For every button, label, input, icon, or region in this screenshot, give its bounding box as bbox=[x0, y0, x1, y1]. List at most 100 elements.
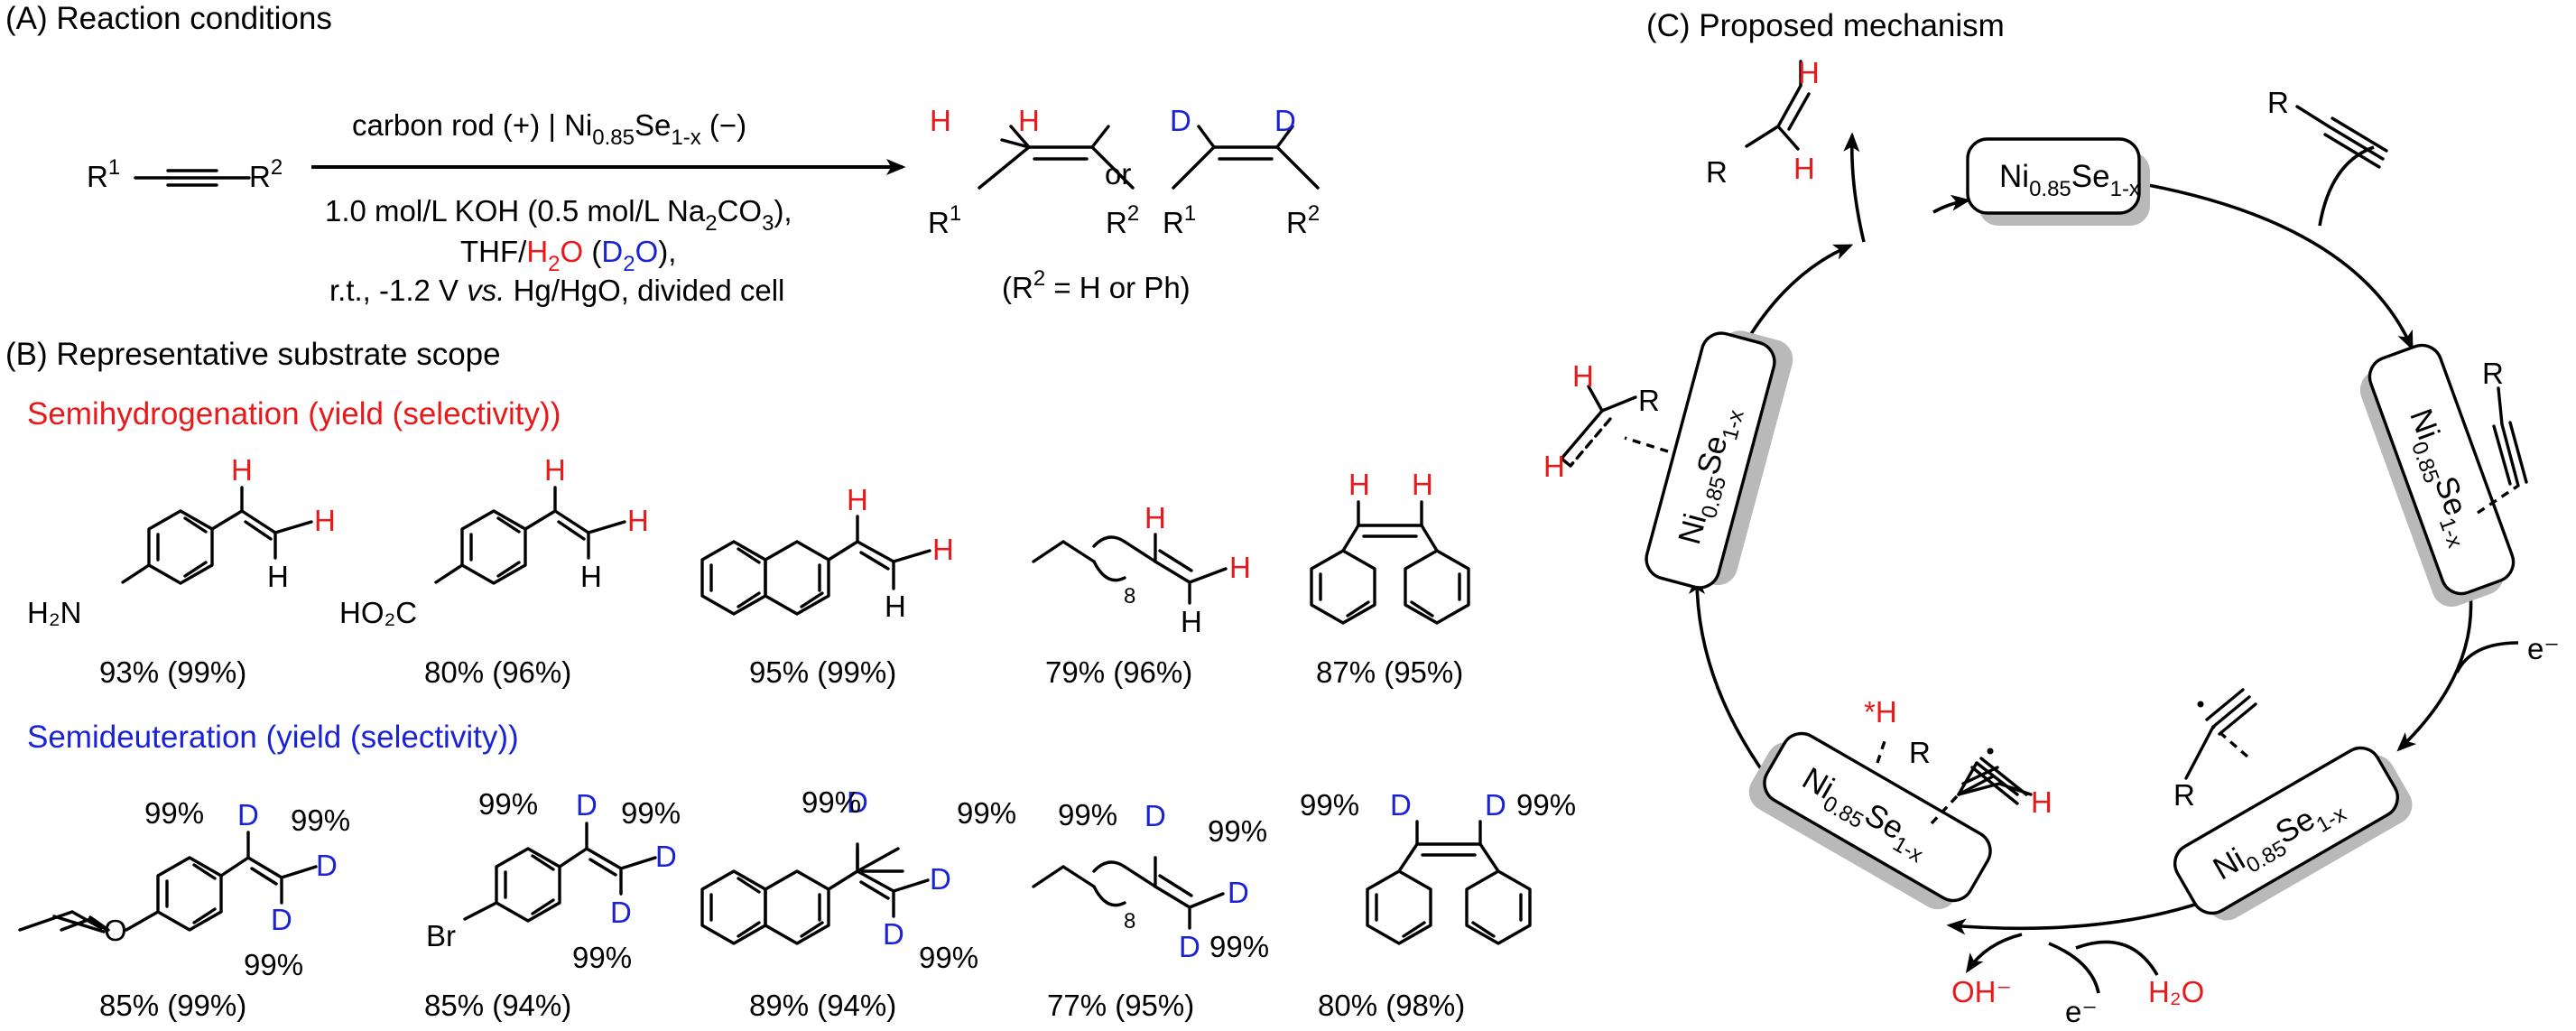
h-label: H bbox=[1543, 450, 1565, 483]
r-label: R bbox=[2482, 357, 2504, 390]
electron-label: e⁻ bbox=[2065, 995, 2098, 1028]
deut-substrate-5: D D 99% 99% bbox=[1300, 788, 1576, 945]
r-label: R bbox=[1909, 736, 1931, 769]
deut-substrate-3: D D D 99% 99% 99% bbox=[700, 785, 1016, 974]
svg-text:R1: R1 bbox=[1163, 201, 1196, 239]
h-label: H bbox=[314, 504, 336, 537]
h-label: H bbox=[930, 104, 951, 137]
panel-b-title: (B) Representative substrate scope bbox=[5, 337, 501, 372]
svg-text:D: D bbox=[610, 896, 632, 929]
br-group: Br bbox=[426, 919, 456, 952]
d-incorporation: 99% bbox=[621, 796, 681, 830]
deut-substrate-1: O D D D 99% 99% 99% bbox=[18, 796, 350, 981]
svg-text:Ni0.85Se1-x: Ni0.85Se1-x bbox=[1999, 159, 2140, 201]
r2-note: (R2 = H or Ph) bbox=[1002, 266, 1191, 304]
d-incorporation: 99% bbox=[1208, 814, 1267, 848]
chain-repeat-8: 8 bbox=[1124, 584, 1135, 608]
catalyst-top: Ni0.85Se1-x bbox=[1966, 137, 2150, 226]
svg-text:D: D bbox=[1170, 104, 1191, 137]
adsorbed-alkyne-right: R bbox=[2477, 357, 2528, 515]
h-label: H bbox=[1572, 359, 1594, 393]
d-incorporation: 99% bbox=[919, 941, 978, 974]
h-label: H bbox=[627, 504, 649, 537]
svg-text:D: D bbox=[930, 862, 951, 896]
r-label: R bbox=[1638, 384, 1660, 417]
h-label: H bbox=[267, 560, 289, 593]
co2h-group: HO₂C bbox=[339, 596, 417, 629]
deut-result-2: 85% (94%) bbox=[424, 989, 571, 1022]
hydro-substrate-5: H H bbox=[1310, 468, 1470, 625]
catalytic-cycle bbox=[1689, 183, 2473, 935]
d-incorporation: 99% bbox=[244, 948, 303, 981]
released-alkene: R H H bbox=[1706, 56, 1820, 189]
or-text: or bbox=[1105, 157, 1131, 190]
h-label: H bbox=[1348, 468, 1370, 501]
svg-text:R1: R1 bbox=[928, 201, 961, 239]
deut-result-3: 89% (94%) bbox=[749, 989, 896, 1022]
deut-result-1: 85% (99%) bbox=[99, 989, 246, 1022]
alkyne-reactant: R1 R2 bbox=[87, 155, 283, 193]
alkene-product-d: D D R1 R2 bbox=[1163, 104, 1320, 239]
svg-text:R2: R2 bbox=[249, 155, 283, 193]
deut-substrate-4: 8 D D D 99% 99% 99% bbox=[1032, 798, 1269, 963]
h-label: H bbox=[1144, 501, 1166, 534]
svg-text:D: D bbox=[1274, 104, 1296, 137]
water-label: H₂O bbox=[2148, 975, 2204, 1008]
d-incorporation: 99% bbox=[1209, 930, 1269, 963]
catalyst-left: Ni0.85Se1-x bbox=[1645, 330, 1793, 590]
h-label: H bbox=[1412, 468, 1433, 501]
svg-text:D: D bbox=[1144, 799, 1166, 832]
svg-text:D: D bbox=[1179, 930, 1200, 963]
hydro-result-5: 87% (95%) bbox=[1316, 655, 1463, 689]
svg-text:D: D bbox=[1228, 876, 1249, 909]
h-label: H bbox=[580, 560, 602, 593]
svg-text:D: D bbox=[1390, 788, 1412, 822]
catalyst-bottom-right: Ni0.85Se1-x bbox=[2173, 746, 2413, 921]
h-label: H bbox=[885, 590, 906, 623]
h-label: H bbox=[1229, 551, 1251, 584]
hydro-result-2: 80% (96%) bbox=[424, 655, 571, 689]
electrode-text: carbon rod (+) | Ni0.85Se1-x (−) bbox=[352, 108, 746, 150]
deut-substrate-2: Br D D D 99% 99% 99% bbox=[426, 787, 681, 974]
d-incorporation: 99% bbox=[144, 796, 204, 830]
svg-text:D: D bbox=[576, 788, 598, 822]
h-label: H bbox=[847, 483, 868, 516]
svg-text:D: D bbox=[655, 840, 677, 873]
hydro-substrate-3: H H H bbox=[700, 483, 954, 623]
h-label: H bbox=[2031, 785, 2052, 819]
svg-text:D: D bbox=[316, 849, 338, 882]
chain-repeat-8: 8 bbox=[1124, 909, 1135, 933]
h-label: H bbox=[231, 453, 253, 487]
r-label: R bbox=[2173, 778, 2195, 812]
h-label: H bbox=[1798, 56, 1820, 89]
hydro-substrate-4: H H H 8 bbox=[1032, 501, 1251, 638]
hydro-substrate-2: H H H HO₂C bbox=[339, 453, 649, 629]
d-incorporation: 99% bbox=[1058, 798, 1117, 831]
svg-text:D: D bbox=[1485, 788, 1506, 822]
r-label: R bbox=[1706, 155, 1728, 189]
d-incorporation: 99% bbox=[1516, 788, 1576, 822]
svg-text:D: D bbox=[271, 903, 292, 936]
svg-text:D: D bbox=[883, 917, 904, 951]
d-incorporation: 99% bbox=[802, 785, 861, 819]
electron-label: e⁻ bbox=[2527, 632, 2560, 665]
r-label: R bbox=[2267, 86, 2289, 119]
conditions-line-3: r.t., -1.2 V vs. Hg/HgO, divided cell bbox=[329, 274, 784, 307]
svg-text:R2: R2 bbox=[1106, 201, 1139, 239]
d-incorporation: 99% bbox=[1300, 788, 1359, 822]
conditions-line-1: 1.0 mol/L KOH (0.5 mol/L Na2CO3), bbox=[325, 194, 792, 236]
panel-a-title: (A) Reaction conditions bbox=[5, 1, 332, 36]
panel-c-title: (C) Proposed mechanism bbox=[1646, 8, 2005, 43]
svg-text:R2: R2 bbox=[1286, 201, 1320, 239]
h-label: H bbox=[544, 453, 566, 487]
hydro-substrate-1: H H H H₂N bbox=[27, 453, 336, 629]
d-incorporation: 99% bbox=[478, 787, 538, 821]
adsorbed-alkene-left: R H H bbox=[1543, 359, 1669, 483]
vinyl-radical-bottom-right: R bbox=[2173, 688, 2257, 812]
svg-text:D: D bbox=[847, 785, 868, 819]
svg-text:R1: R1 bbox=[87, 155, 120, 193]
deut-result-4: 77% (95%) bbox=[1047, 989, 1194, 1022]
vinyl-radical-bottom-left: R H bbox=[1909, 736, 2052, 825]
catalyst-bottom-left: Ni0.85Se1-x bbox=[1748, 731, 1992, 910]
